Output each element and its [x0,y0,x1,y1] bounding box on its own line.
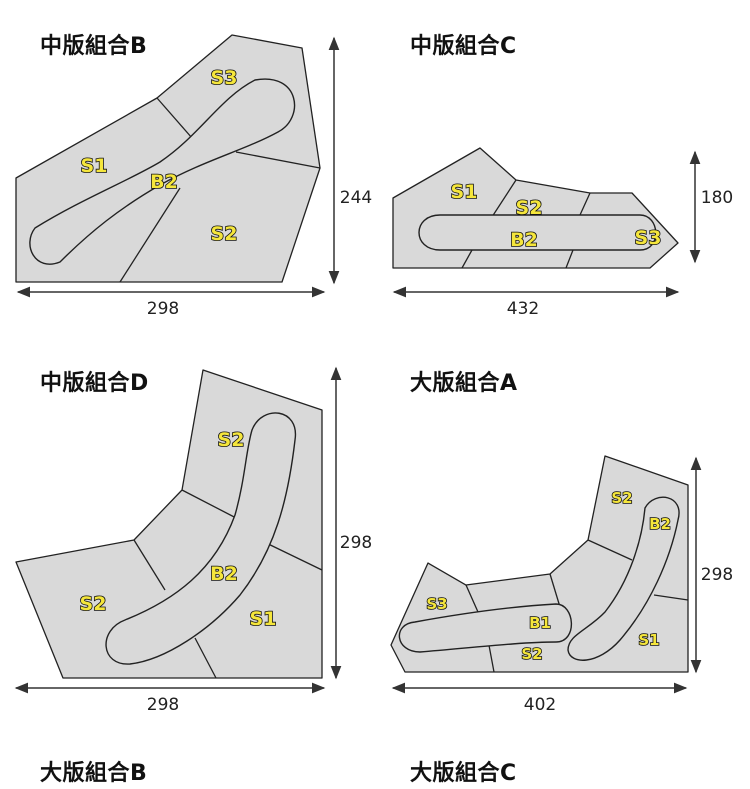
label-b2: B2 [150,171,178,193]
width-label: 432 [507,299,539,319]
title-large-a: 大版組合A [410,371,518,396]
label-b2: B2 [649,515,671,533]
height-label: 298 [701,565,733,585]
seam-line [579,192,591,216]
diagram-mid-d: S2 B2 S2 S1 298 298 [14,366,372,715]
cushion [398,603,573,653]
label-s3: S3 [426,595,447,613]
label-s2: S2 [211,223,238,245]
seam-line [194,637,217,679]
seam-line [465,584,479,613]
seam-line [549,573,561,608]
title-mid-c: 中版組合C [410,34,517,59]
seam-line [587,539,633,561]
label-s2: S2 [516,197,543,219]
width-label: 402 [524,695,556,715]
sofa-outline [15,369,323,679]
label-s2: S2 [611,489,632,507]
label-s1: S1 [250,608,277,630]
seam-line [133,539,166,591]
diagram-large-a: S2 B2 S3 B1 S2 S1 402 298 [390,455,733,715]
seam-line [235,151,321,169]
label-b2: B2 [510,229,538,251]
label-s2-left: S2 [80,593,107,615]
title-large-b: 大版組合B [40,761,148,786]
label-s2-bottom: S2 [521,645,542,663]
seam-line [461,249,473,269]
label-s1: S1 [81,155,108,177]
seam-line [489,179,517,221]
label-b2: B2 [210,563,238,585]
label-s3: S3 [211,67,238,89]
seam-line [181,489,241,521]
label-s3: S3 [635,227,662,249]
label-s2-top: S2 [218,429,245,451]
width-label: 298 [147,695,179,715]
seam-line [565,249,574,269]
label-b1: B1 [529,614,551,632]
diagram-mid-b: S3 S1 B2 S2 298 244 [15,34,372,319]
title-mid-b: 中版組合B [40,34,148,59]
height-label: 298 [340,533,372,553]
seam-line [653,594,689,601]
title-large-c: 大版組合C [410,761,517,786]
seam-line [156,97,193,139]
cushion [29,78,296,265]
cushion [105,412,296,665]
seam-line [119,187,181,283]
height-label: 180 [701,188,733,208]
cushion [567,496,680,661]
label-s1: S1 [451,181,478,203]
height-label: 244 [340,188,372,208]
label-s1: S1 [638,631,659,649]
cushion [418,214,657,251]
diagram-mid-c: S1 S2 B2 S3 432 180 [392,147,733,319]
width-label: 298 [147,299,179,319]
title-mid-d: 中版組合D [40,371,149,396]
